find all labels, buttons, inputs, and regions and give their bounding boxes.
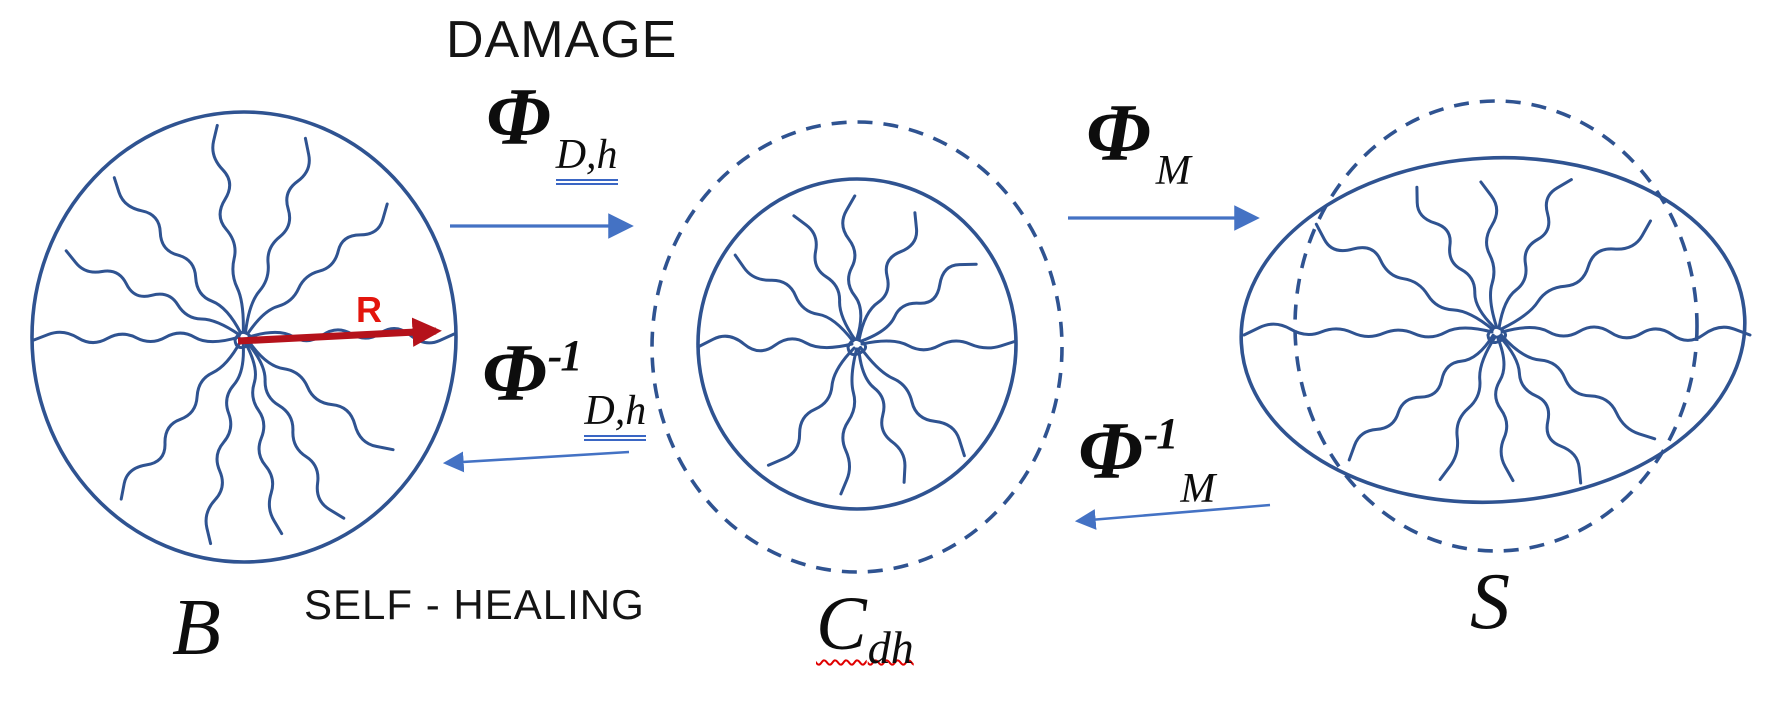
spellcheck-underline: Cdh	[816, 582, 914, 671]
deformed-body-label: S	[1470, 558, 1510, 646]
healed-body-subscript: dh	[867, 622, 914, 673]
polymer-chain	[1314, 222, 1495, 331]
self-healing-process-label: SELF - HEALING	[304, 581, 645, 628]
phi-subscript: M	[1155, 148, 1191, 194]
polymer-chain	[244, 339, 346, 520]
phi-symbol: Φ	[1086, 87, 1151, 178]
phi-superscript: -1	[1143, 409, 1179, 458]
chain-knot	[846, 337, 867, 356]
phi-subscript: D,h	[555, 132, 618, 185]
inverse-damage-map-label: Φ-1D,h	[482, 331, 647, 441]
phi-subscript: D,h	[584, 388, 647, 441]
polymer-chain	[243, 340, 284, 536]
phi-symbol: Φ	[1078, 405, 1143, 496]
inverse-motion-map-label: Φ-1M	[1078, 409, 1216, 512]
polymer-chain	[841, 194, 863, 341]
chain-knot	[1486, 325, 1507, 344]
healed-body-label: Cdh	[816, 586, 914, 671]
polymer-chain	[64, 249, 241, 337]
polymer-chain	[1499, 333, 1657, 441]
polymer-chain	[119, 339, 243, 501]
healing-map-arrow	[442, 450, 630, 473]
polymer-chain	[1497, 178, 1573, 329]
polymer-chain	[211, 123, 245, 334]
polymer-chain	[1347, 333, 1495, 462]
polymer-chain	[859, 346, 966, 458]
polymer-chain	[1499, 219, 1652, 331]
polymer-chain	[696, 334, 854, 353]
healed-body-inner-outline	[696, 177, 1018, 511]
healed-body-chains	[696, 194, 1018, 496]
phi-symbol: Φ	[486, 71, 551, 162]
reference-body-outline	[30, 110, 458, 564]
phi-subscript: M	[1180, 466, 1216, 512]
polymer-chain	[857, 347, 907, 484]
healed-body-letter: C	[816, 582, 867, 666]
polymer-chain	[1415, 185, 1496, 330]
reference-body-label: B	[172, 584, 221, 672]
polymer-chain	[792, 214, 857, 341]
polymer-chain	[244, 136, 311, 334]
polymer-chain	[1479, 180, 1499, 329]
polymer-chain	[204, 340, 245, 546]
polymer-chain	[839, 347, 859, 496]
polymer-chain	[860, 339, 1018, 352]
polymer-chain	[246, 338, 395, 452]
polymer-chain	[1242, 322, 1494, 339]
polymer-chain	[1494, 335, 1515, 483]
polymer-chain	[1498, 334, 1583, 485]
healed-body-dashed-outline	[650, 120, 1064, 574]
radius-arrow	[237, 317, 442, 347]
deformed-body-outline	[1239, 155, 1747, 505]
polymer-chain	[32, 330, 241, 345]
polymer-chain	[246, 202, 389, 336]
polymer-chain	[733, 253, 855, 343]
phi-superscript: -1	[547, 331, 583, 380]
polymer-chain	[112, 176, 243, 335]
radius-label: R	[356, 289, 382, 330]
polymer-chain	[857, 211, 919, 341]
polymer-chain	[1438, 335, 1497, 481]
deformed-body-dashed-outline	[1293, 99, 1699, 553]
polymer-chain	[1500, 325, 1752, 342]
polymer-chain	[859, 262, 978, 343]
inverse-motion-map-arrow	[1074, 503, 1271, 530]
phi-symbol: Φ	[482, 327, 547, 418]
deformed-body-chains	[1242, 178, 1752, 485]
polymer-chain	[766, 346, 856, 467]
damage-process-label: DAMAGE	[446, 11, 678, 69]
